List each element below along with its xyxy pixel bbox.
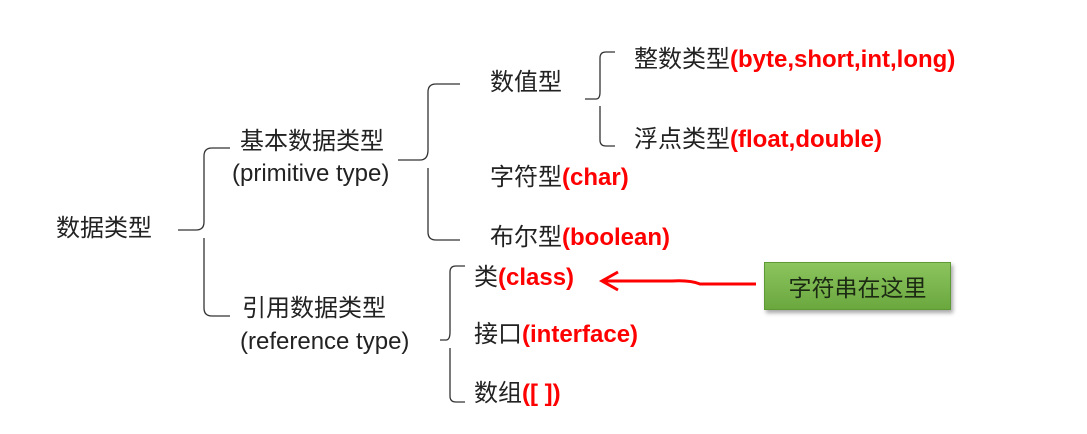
numeric-label: 数值型 [490, 68, 562, 96]
array-node: 数组([ ]) [474, 379, 561, 408]
string-callout: 字符串在这里 [764, 262, 951, 310]
boolean-label-en: (boolean) [562, 224, 670, 251]
char-node: 字符型(char) [490, 163, 629, 192]
string-callout-label: 字符串在这里 [788, 276, 927, 302]
float-label-cn: 浮点类型 [634, 125, 730, 153]
boolean-node: 布尔型(boolean) [490, 223, 670, 252]
float-node: 浮点类型(float,double) [634, 125, 882, 154]
char-label-en: (char) [562, 164, 629, 191]
boolean-label-cn: 布尔型 [490, 223, 562, 251]
primitive-label-en: (primitive type) [232, 160, 390, 187]
integer-node: 整数类型(byte,short,int,long) [634, 45, 955, 74]
reference-label-cn: 引用数据类型 [242, 294, 386, 322]
root-label: 数据类型 [56, 214, 152, 242]
char-label-cn: 字符型 [490, 163, 562, 191]
class-label-en: (class) [498, 264, 575, 291]
integer-label-cn: 整数类型 [634, 45, 730, 73]
interface-label-en: (interface) [522, 321, 639, 348]
array-label-cn: 数组 [474, 379, 522, 407]
array-label-en: ([ ]) [522, 380, 561, 407]
interface-node: 接口(interface) [474, 320, 638, 349]
integer-label-en: (byte,short,int,long) [730, 46, 956, 73]
interface-label-cn: 接口 [474, 320, 522, 348]
reference-label-en: (reference type) [240, 328, 410, 355]
class-node: 类(class) [474, 263, 574, 292]
float-label-en: (float,double) [730, 126, 882, 153]
primitive-label-cn: 基本数据类型 [240, 127, 384, 155]
class-label-cn: 类 [474, 263, 498, 291]
